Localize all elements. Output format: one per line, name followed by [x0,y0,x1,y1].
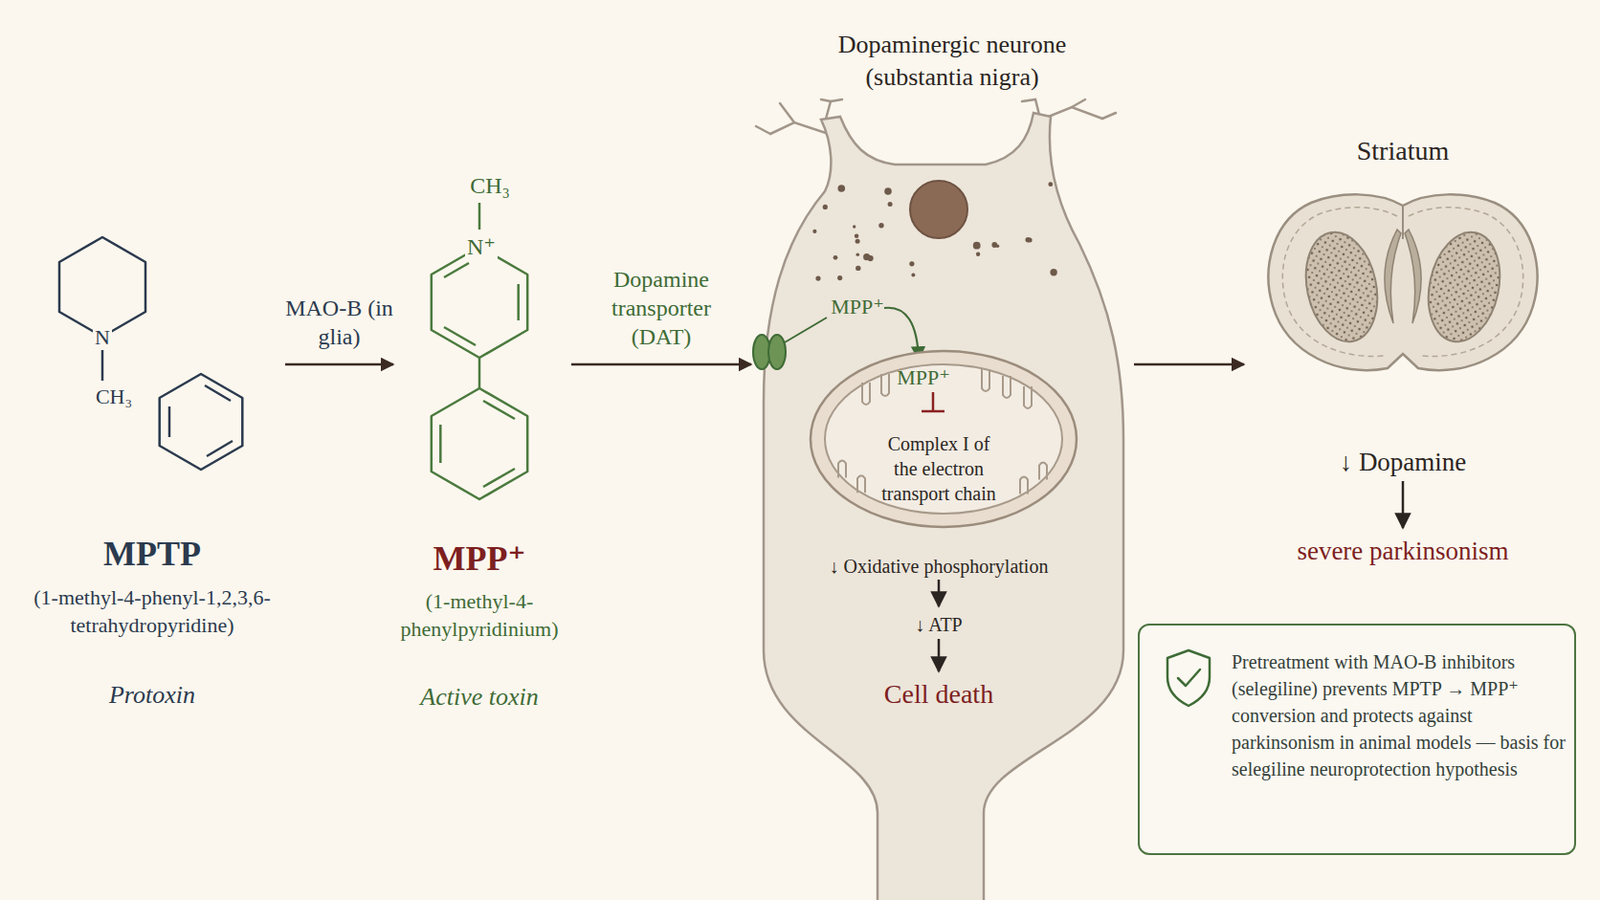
edge-label: Dopamine transporter (DAT) [589,265,734,352]
granule [1049,268,1057,276]
neuron-body [763,112,1124,900]
compound-name: MPP⁺ [395,536,564,582]
chemical-name: (1-methyl-4-phenylpyridinium) [395,588,564,644]
region-title: Striatum [1307,133,1499,169]
granule [833,255,839,261]
effect-label: ↓ ATP [881,612,997,638]
granule [973,242,981,250]
compound-name: MPTP [26,532,278,578]
neuron-title: Dopaminergic neurone (substantia nigra) [818,28,1087,94]
inner-membrane [824,364,1063,514]
striatum-nucleus [1296,225,1388,349]
granule [837,275,843,281]
granule [1047,181,1053,187]
toxin-label: MPP⁺ [889,364,957,393]
granule [854,233,860,239]
mpp-structure [431,202,528,500]
granule [878,222,884,228]
effect-label: ↓ Dopamine [1337,446,1469,478]
crista [881,374,889,397]
brain-outline [1268,194,1538,371]
role-label: Protoxin [26,679,278,712]
granule [884,187,892,196]
outer-membrane [810,351,1077,528]
note-box: Pretreatment with MAO-B inhibitors (sele… [1137,623,1577,856]
granule [909,261,914,267]
granule [856,253,861,258]
crista [1002,376,1011,399]
role-label: Active toxin [395,681,564,714]
granule [838,184,846,193]
granule [976,252,980,257]
nucleus [910,180,968,239]
note-text: Pretreatment with MAO-B inhibitors (sele… [1231,648,1567,783]
crista [838,460,846,478]
granule [888,201,893,207]
outcome-label: severe parkinsonism [1294,535,1511,567]
granules [812,181,1058,281]
toxin-label: MPP⁺ [823,293,891,322]
atom-label: CH₃ [93,384,134,410]
outcome-label: Cell death [833,677,1045,712]
dendrites [755,99,1116,134]
flow-arrow [571,363,752,367]
striatum-section [1244,129,1560,388]
granule [855,239,861,245]
atom-label: N [92,325,112,351]
flow-arrow [1401,481,1405,529]
granule [812,229,817,234]
crista [981,369,990,392]
neuron: Dopaminergic neurone (substantia nigra) M… [751,23,1134,900]
ventricle [1384,229,1401,324]
crista [1039,462,1047,480]
leader-line [784,317,827,343]
crista [862,382,870,405]
crista [857,475,866,493]
atom-label: N⁺ [465,233,498,262]
granule [852,224,856,228]
granule [911,273,915,278]
ventricle [1404,229,1422,324]
granule [822,204,828,210]
midline [1401,205,1404,240]
granule [1025,237,1031,243]
striatum: Striatum [1244,129,1560,388]
crista [1023,386,1032,409]
inhibition-symbol [921,392,945,412]
crista [1020,476,1028,494]
granule [863,253,870,261]
target-label: Complex I of the electron transport chai… [879,431,1000,507]
flow-arrow [937,579,941,607]
flow-arrow [285,363,394,367]
striatum-nucleus [1419,225,1511,349]
mptp-structure [59,237,243,470]
dat-transporter [753,334,786,370]
edge-label: MAO-B (in glia) [277,293,402,352]
granule [815,276,821,282]
flow-arrow [1133,363,1245,367]
granule [855,266,861,271]
effect-label: ↓ Oxidative phosphorylation [795,554,1083,579]
mitochondrion: MPP⁺ Complex I of the electron transport … [808,349,1079,530]
flow-arrow [937,639,941,672]
compound-group: MPTP (1-methyl-4-phenyl-1,2,3,6-tetrahydr… [22,220,286,728]
atom-label: CH₃ [467,172,512,200]
uptake-arrow [884,308,919,360]
chemical-name: (1-methyl-4-phenyl-1,2,3,6-tetrahydropyr… [26,584,278,640]
granule [991,242,998,248]
